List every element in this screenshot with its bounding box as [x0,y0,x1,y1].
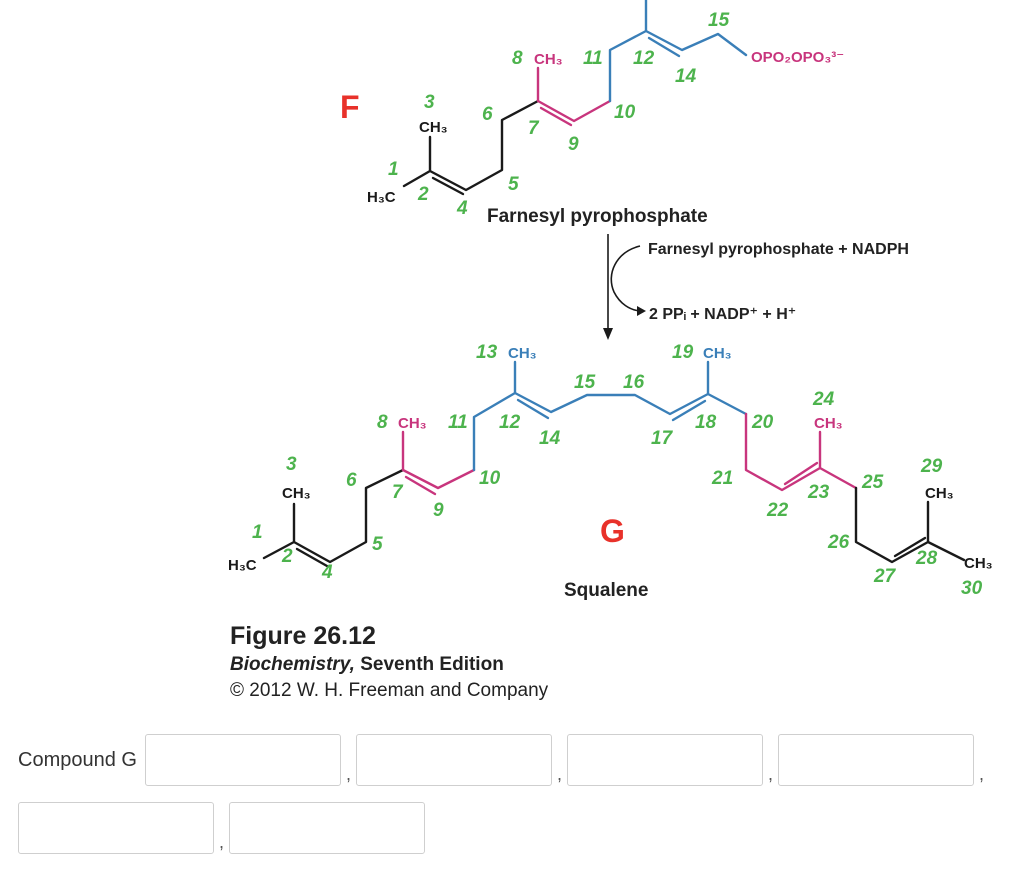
f-carbon-6: 6 [482,104,493,125]
g-ch3-label-24: CH₃ [814,415,843,432]
answer-input-6[interactable] [229,802,426,854]
figure-caption: Figure 26.12 Biochemistry, Seventh Editi… [230,620,548,704]
reaction-output: 2 PPᵢ + NADP⁺ + H⁺ [649,306,796,323]
compound-f-name: Farnesyl pyrophosphate [487,206,708,227]
g-carbon-6: 6 [346,470,357,491]
g-carbon-21: 21 [711,468,733,489]
g-ch3-label-29: CH₃ [925,485,954,502]
answer-input-5[interactable] [18,802,214,854]
g-carbon-28: 28 [915,548,938,569]
g-carbon-8: 8 [377,412,388,433]
g-carbon-15: 15 [574,372,596,393]
f-carbon-9: 9 [568,134,579,155]
reaction-input: Farnesyl pyrophosphate + NADPH [648,241,909,258]
squalene-synthesis-diagram: F H₃C CH₃ CH₃ OPO₂OPO₃³⁻ 1 2 3 4 5 6 7 8… [228,0,993,601]
g-carbon-20: 20 [751,412,774,433]
g-carbon-12: 12 [499,412,521,433]
g-carbon-19: 19 [672,342,694,363]
g-carbon-26: 26 [827,532,850,553]
compound-g-label: Compound G [18,748,137,771]
f-carbon-12: 12 [633,48,655,69]
g-carbon-24: 24 [812,389,835,410]
reaction-arrow [603,234,646,340]
g-carbon-2: 2 [281,546,293,567]
farnesyl-pyrophosphate-structure [402,0,748,196]
f-carbon-2: 2 [417,184,429,205]
g-carbon-13: 13 [476,342,498,363]
squalene-structure [262,360,966,568]
g-carbon-4: 4 [321,562,333,583]
f-pyrophosphate-label: OPO₂OPO₃³⁻ [751,49,844,66]
comma-separator: , [768,763,774,784]
g-carbon-23: 23 [807,482,830,503]
f-carbon-15: 15 [708,10,730,31]
answer-input-2[interactable] [355,734,552,786]
g-carbon-11: 11 [448,412,468,433]
g-h3c-label: H₃C [228,557,257,574]
g-carbon-18: 18 [695,412,717,433]
g-carbon-27: 27 [873,566,897,587]
g-carbon-5: 5 [372,534,383,555]
f-ch3-label-8: CH₃ [534,51,563,68]
g-ch3-label-3: CH₃ [282,485,311,502]
g-carbon-30: 30 [961,578,983,599]
f-carbon-3: 3 [424,92,435,113]
f-carbon-11: 11 [583,48,603,69]
book-line: Biochemistry, Seventh Edition [230,652,548,678]
g-ch3-label-19: CH₃ [703,345,732,362]
g-carbon-25: 25 [861,472,884,493]
f-carbon-10: 10 [614,102,636,123]
compound-g-name: Squalene [564,580,648,601]
g-carbon-9: 9 [433,500,444,521]
copyright: © 2012 W. H. Freeman and Company [230,680,549,701]
comma-separator: , [556,763,562,784]
book-title: Biochemistry, [230,654,355,675]
g-ch3-label-30: CH₃ [964,555,993,572]
f-carbon-8: 8 [512,48,523,69]
book-edition: Seventh Edition [360,654,504,675]
compound-f-letter: F [340,89,360,125]
f-carbon-1: 1 [388,159,399,180]
g-ch3-label-8: CH₃ [398,415,427,432]
comma-separator: , [219,831,225,852]
comma-separator: , [979,763,985,784]
f-carbon-5: 5 [508,174,519,195]
answer-input-3[interactable] [567,734,763,786]
answer-input-4[interactable] [778,734,975,786]
g-carbon-16: 16 [623,372,645,393]
answer-row-1: Compound G , , , , [18,734,989,786]
answer-row-2: , [18,802,426,854]
compound-g-letter: G [600,513,625,549]
f-h3c-label: H₃C [367,189,396,206]
g-carbon-29: 29 [920,456,943,477]
g-carbon-22: 22 [766,500,789,521]
g-ch3-label-13: CH₃ [508,345,537,362]
f-carbon-7: 7 [528,118,540,139]
comma-separator: , [345,763,351,784]
figure-title: Figure 26.12 [230,622,376,650]
g-carbon-14: 14 [539,428,561,449]
g-carbon-1: 1 [252,522,263,543]
answer-input-1[interactable] [144,734,341,786]
f-ch3-label-3: CH₃ [419,119,448,136]
f-carbon-4: 4 [456,198,468,219]
g-carbon-3: 3 [286,454,297,475]
g-carbon-17: 17 [651,428,674,449]
f-carbon-14: 14 [675,66,697,87]
g-carbon-7: 7 [392,482,404,503]
g-carbon-10: 10 [479,468,501,489]
